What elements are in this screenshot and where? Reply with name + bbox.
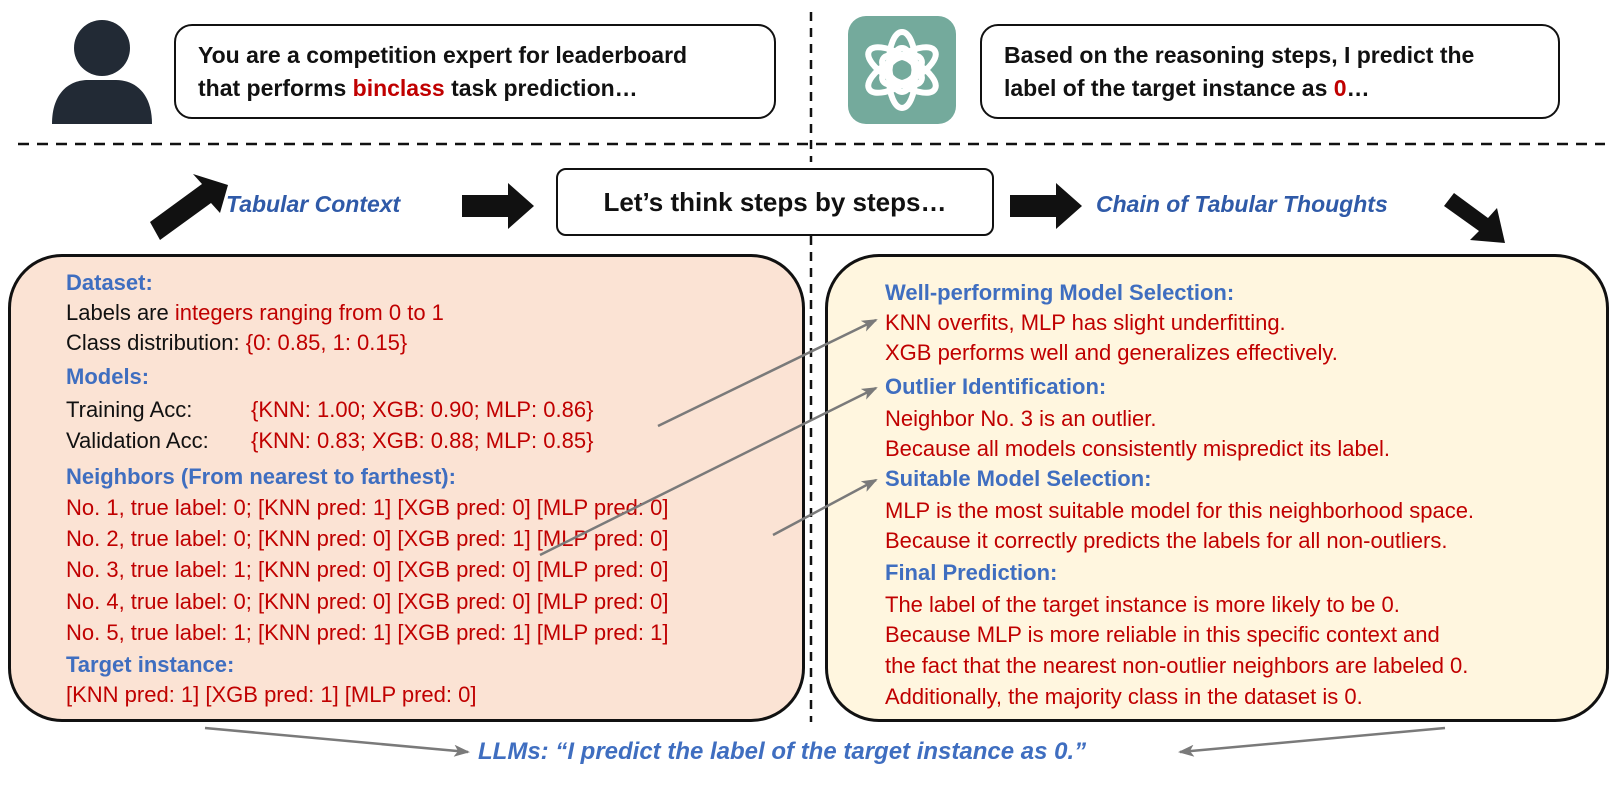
chain-of-thoughts-panel <box>825 254 1609 722</box>
llm-response-line1: Based on the reasoning steps, I predict … <box>1004 41 1475 68</box>
openai-logo-icon <box>848 16 956 124</box>
section-suitable-model-line: MLP is the most suitable model for this … <box>885 498 1475 523</box>
conclusion-text: LLMs: “I predict the label of the target… <box>478 738 1087 765</box>
llm-response-line2: label of the target instance as 0… <box>1004 74 1370 101</box>
class-distribution-line: Class distribution: {0: 0.85, 1: 0.15} <box>66 330 408 355</box>
neighbor-row-3: No. 3, true label: 1; [KNN pred: 0] [XGB… <box>66 557 669 582</box>
user-icon <box>52 20 152 124</box>
arrow-right-1 <box>462 183 534 229</box>
target-instance-value: [KNN pred: 1] [XGB pred: 1] [MLP pred: 0… <box>66 682 477 707</box>
labels-line: Labels are integers ranging from 0 to 1 <box>66 300 444 325</box>
user-prompt-bubble: You are a competition expert for leaderb… <box>174 24 776 119</box>
dataset-header: Dataset: <box>66 270 153 295</box>
arrow-down-right <box>1444 193 1505 243</box>
neighbors-header: Neighbors (From nearest to farthest): <box>66 464 456 489</box>
neighbor-row-4: No. 4, true label: 0; [KNN pred: 0] [XGB… <box>66 589 669 614</box>
section-final-prediction-line: Additionally, the majority class in the … <box>885 684 1363 709</box>
section-model-selection-line: KNN overfits, MLP has slight underfittin… <box>885 310 1286 335</box>
think-prompt-text: Let’s think steps by steps… <box>603 186 947 217</box>
section-suitable-model-line: Because it correctly predicts the labels… <box>885 528 1448 553</box>
section-final-prediction-line: the fact that the nearest non-outlier ne… <box>885 653 1469 678</box>
target-instance-header: Target instance: <box>66 652 235 677</box>
section-suitable-model-header: Suitable Model Selection: <box>885 466 1152 491</box>
neighbor-row-1: No. 1, true label: 0; [KNN pred: 1] [XGB… <box>66 495 669 520</box>
task-type: binclass <box>352 74 445 101</box>
chain-label: Chain of Tabular Thoughts <box>1096 191 1388 217</box>
arrow-up-right <box>150 174 228 240</box>
predicted-label: 0 <box>1333 74 1347 101</box>
section-final-prediction-line: The label of the target instance is more… <box>885 592 1400 617</box>
section-model-selection-header: Well-performing Model Selection: <box>885 280 1235 305</box>
section-final-prediction-header: Final Prediction: <box>885 560 1058 585</box>
tabular-context-label: Tabular Context <box>226 191 401 217</box>
user-prompt-line2: that performs binclass task prediction… <box>198 74 638 101</box>
section-outlier-header: Outlier Identification: <box>885 374 1107 399</box>
models-header: Models: <box>66 364 150 389</box>
validation-acc-label: Validation Acc: <box>66 428 209 453</box>
validation-acc-value: {KNN: 0.83; XGB: 0.88; MLP: 0.85} <box>251 428 594 453</box>
training-acc-label: Training Acc: <box>66 397 193 422</box>
training-acc-value: {KNN: 1.00; XGB: 0.90; MLP: 0.86} <box>251 397 594 422</box>
section-outlier-line: Neighbor No. 3 is an outlier. <box>885 406 1157 431</box>
arrow-right-2 <box>1010 183 1082 229</box>
neighbor-row-2: No. 2, true label: 0; [KNN pred: 0] [XGB… <box>66 526 669 551</box>
neighbor-row-5: No. 5, true label: 1; [KNN pred: 1] [XGB… <box>66 620 669 645</box>
user-prompt-line1: You are a competition expert for leaderb… <box>198 41 688 68</box>
section-outlier-line: Because all models consistently mispredi… <box>885 436 1391 461</box>
llm-response-bubble: Based on the reasoning steps, I predict … <box>980 24 1560 119</box>
think-prompt-box: Let’s think steps by steps… <box>556 168 994 236</box>
section-final-prediction-line: Because MLP is more reliable in this spe… <box>885 622 1440 647</box>
section-model-selection-line: XGB performs well and generalizes effect… <box>885 340 1338 365</box>
